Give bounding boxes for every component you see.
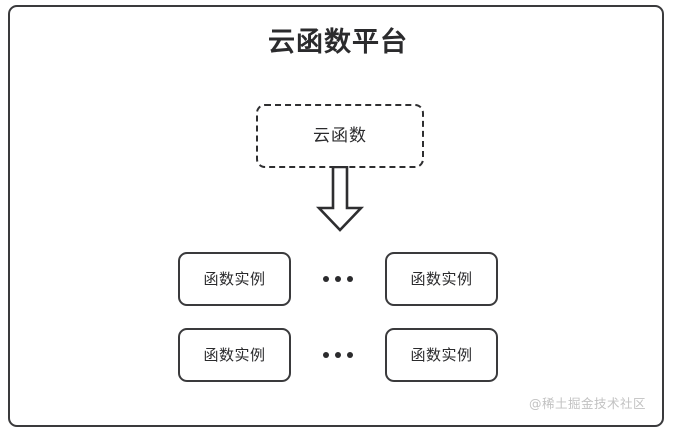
function-instance-box: 函数实例 xyxy=(178,328,291,382)
page-title: 云函数平台 xyxy=(268,27,408,58)
watermark: @稀土掘金技术社区 xyxy=(528,396,646,411)
instance-row: 函数实例 函数实例 xyxy=(0,252,676,306)
function-instance-label: 函数实例 xyxy=(203,346,266,364)
ellipsis-dot xyxy=(347,352,353,358)
instance-row: 函数实例 函数实例 xyxy=(0,328,676,382)
function-instance-label: 函数实例 xyxy=(410,346,473,364)
ellipsis-icon xyxy=(323,276,353,282)
function-instance-box: 函数实例 xyxy=(385,328,498,382)
cloud-function-label: 云函数 xyxy=(313,126,367,146)
ellipsis-separator xyxy=(291,252,385,306)
down-block-arrow-icon xyxy=(312,166,368,232)
function-instance-label: 函数实例 xyxy=(203,270,266,288)
ellipsis-icon xyxy=(323,352,353,358)
ellipsis-dot xyxy=(335,276,341,282)
ellipsis-dot xyxy=(323,276,329,282)
ellipsis-separator xyxy=(291,328,385,382)
function-instance-box: 函数实例 xyxy=(178,252,291,306)
ellipsis-dot xyxy=(323,352,329,358)
ellipsis-dot xyxy=(335,352,341,358)
cloud-function-node: 云函数 xyxy=(256,104,424,168)
ellipsis-dot xyxy=(347,276,353,282)
function-instance-box: 函数实例 xyxy=(385,252,498,306)
function-instance-label: 函数实例 xyxy=(410,270,473,288)
